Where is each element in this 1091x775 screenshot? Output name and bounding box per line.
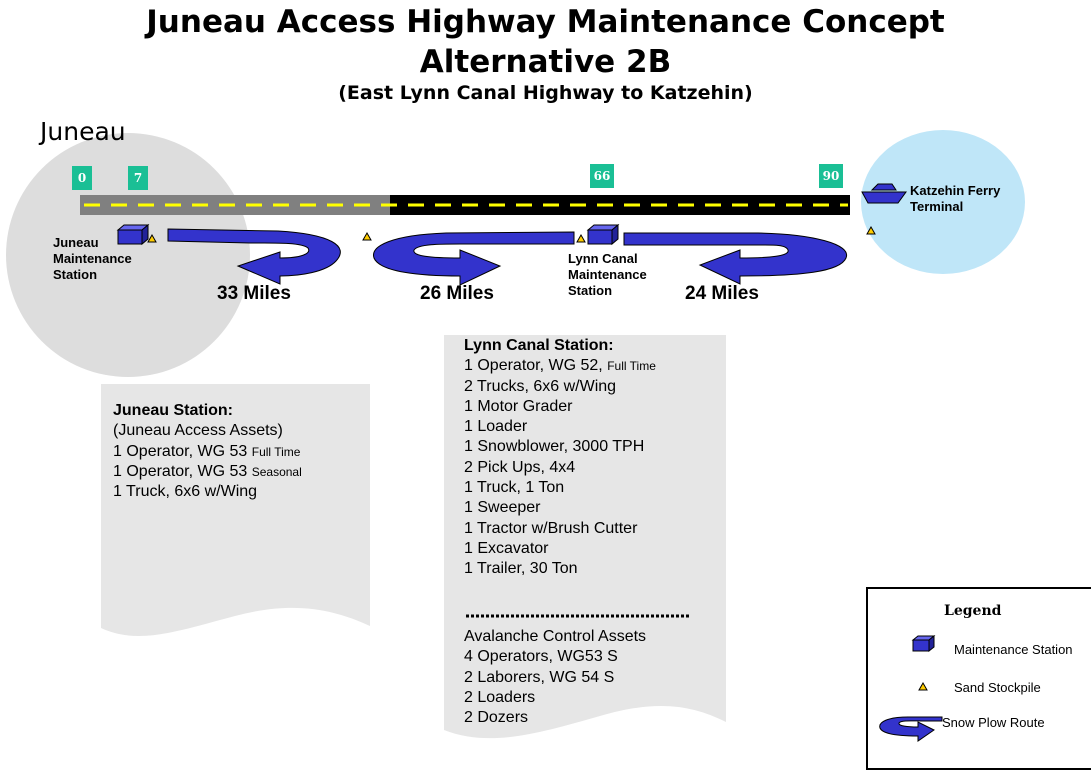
legend-maintenance-station: Maintenance Station [954, 642, 1073, 657]
list-item: 1 Operator, WG 53 Full Time [113, 442, 301, 460]
ferry-terminal-line-2: Terminal [910, 199, 964, 214]
juneau-label-line-1: Juneau [53, 235, 99, 250]
list-item: 1 Truck, 1 Ton [464, 479, 565, 497]
list-item: 1 Truck, 6x6 w/Wing [113, 483, 258, 501]
avalanche-control-info: Avalanche Control Assets 4 Operators, WG… [464, 627, 646, 728]
list-item: 4 Operators, WG53 S [464, 648, 618, 666]
list-item: 1 Operator, WG 52, Full Time [464, 357, 656, 375]
sand-stockpile-icon [576, 233, 586, 243]
sand-stockpile-icon [866, 225, 876, 235]
list-item: 2 Trucks, 6x6 w/Wing [464, 377, 617, 395]
list-item: 2 Pick Ups, 4x4 [464, 458, 576, 476]
route-miles-33: 33 Miles [217, 283, 291, 304]
juneau-label-line-2: Maintenance [53, 251, 132, 266]
city-label: Juneau [40, 117, 126, 146]
milepost-90: 90 [819, 164, 843, 188]
list-item: 1 Excavator [464, 539, 549, 557]
list-item: 2 Laborers, WG 54 S [464, 668, 615, 686]
snow-plow-route-icon [623, 232, 848, 285]
title-line-3: (East Lynn Canal Highway to Katzehin) [338, 82, 753, 104]
juneau-station-title: Juneau Station: [113, 402, 234, 419]
title-line-2: Alternative 2B [419, 44, 672, 80]
legend-title: Legend [944, 603, 1002, 619]
milepost-66: 66 [590, 164, 614, 188]
juneau-label-line-3: Station [53, 267, 98, 282]
lynn-label-line-1: Lynn Canal [568, 251, 638, 266]
route-miles-26: 26 Miles [420, 283, 494, 304]
legend-snow-plow-route: Snow Plow Route [942, 715, 1045, 730]
legend-symbols [879, 634, 943, 742]
list-item: (Juneau Access Assets) [113, 422, 283, 440]
sand-stockpile-icon [918, 681, 928, 691]
milepost-7: 7 [128, 166, 148, 190]
legend: Legend Maintenance Station Sand Stockpil… [866, 587, 1091, 770]
katzehin-area [861, 130, 1025, 274]
juneau-maintenance-station-icon [116, 223, 150, 246]
list-item: 1 Loader [464, 418, 528, 436]
snow-plow-route-icon [167, 228, 341, 285]
list-item: 1 Tractor w/Brush Cutter [464, 519, 638, 537]
snow-plow-route-icon [879, 716, 943, 742]
list-item: 1 Snowblower, 3000 TPH [464, 438, 645, 456]
legend-sand-stockpile: Sand Stockpile [954, 680, 1041, 695]
lynn-canal-maintenance-station-label: Lynn Canal Maintenance Station [568, 251, 647, 299]
snow-plow-route-icon [373, 231, 575, 286]
lynn-canal-station-panel [444, 335, 726, 739]
juneau-station-panel [101, 384, 370, 636]
route-miles-24: 24 Miles [685, 283, 759, 304]
list-item: 2 Dozers [464, 709, 529, 727]
lynn-label-line-3: Station [568, 283, 613, 298]
ferry-terminal-line-1: Katzehin Ferry [910, 183, 1001, 198]
ferry-icon [861, 183, 907, 204]
ferry-terminal-label: Katzehin Ferry Terminal [910, 183, 1000, 215]
list-item: 2 Loaders [464, 688, 536, 706]
list-item: 1 Sweeper [464, 499, 541, 517]
juneau-station-info: Juneau Station: (Juneau Access Assets) 1… [113, 401, 302, 502]
juneau-area [6, 133, 250, 377]
sand-stockpile-icon [362, 231, 372, 241]
lynn-canal-station-title: Lynn Canal Station: [464, 337, 614, 354]
list-item: 1 Operator, WG 53 Seasonal [113, 462, 302, 480]
lynn-label-line-2: Maintenance [568, 267, 647, 282]
road-paved-segment [390, 195, 850, 215]
sand-stockpile-icon [147, 233, 157, 243]
maintenance-station-icon [911, 634, 936, 653]
juneau-maintenance-station-label: Juneau Maintenance Station [53, 235, 132, 283]
lynn-canal-maintenance-station-icon [586, 223, 620, 246]
lynn-canal-station-info: Lynn Canal Station: 1 Operator, WG 52, F… [464, 336, 656, 580]
list-item: 1 Trailer, 30 Ton [464, 560, 578, 578]
milepost-0: 0 [72, 166, 92, 190]
list-item: 1 Motor Grader [464, 397, 573, 415]
avalanche-control-title: Avalanche Control Assets [464, 628, 647, 645]
title-line-1: Juneau Access Highway Maintenance Concep… [146, 4, 945, 40]
